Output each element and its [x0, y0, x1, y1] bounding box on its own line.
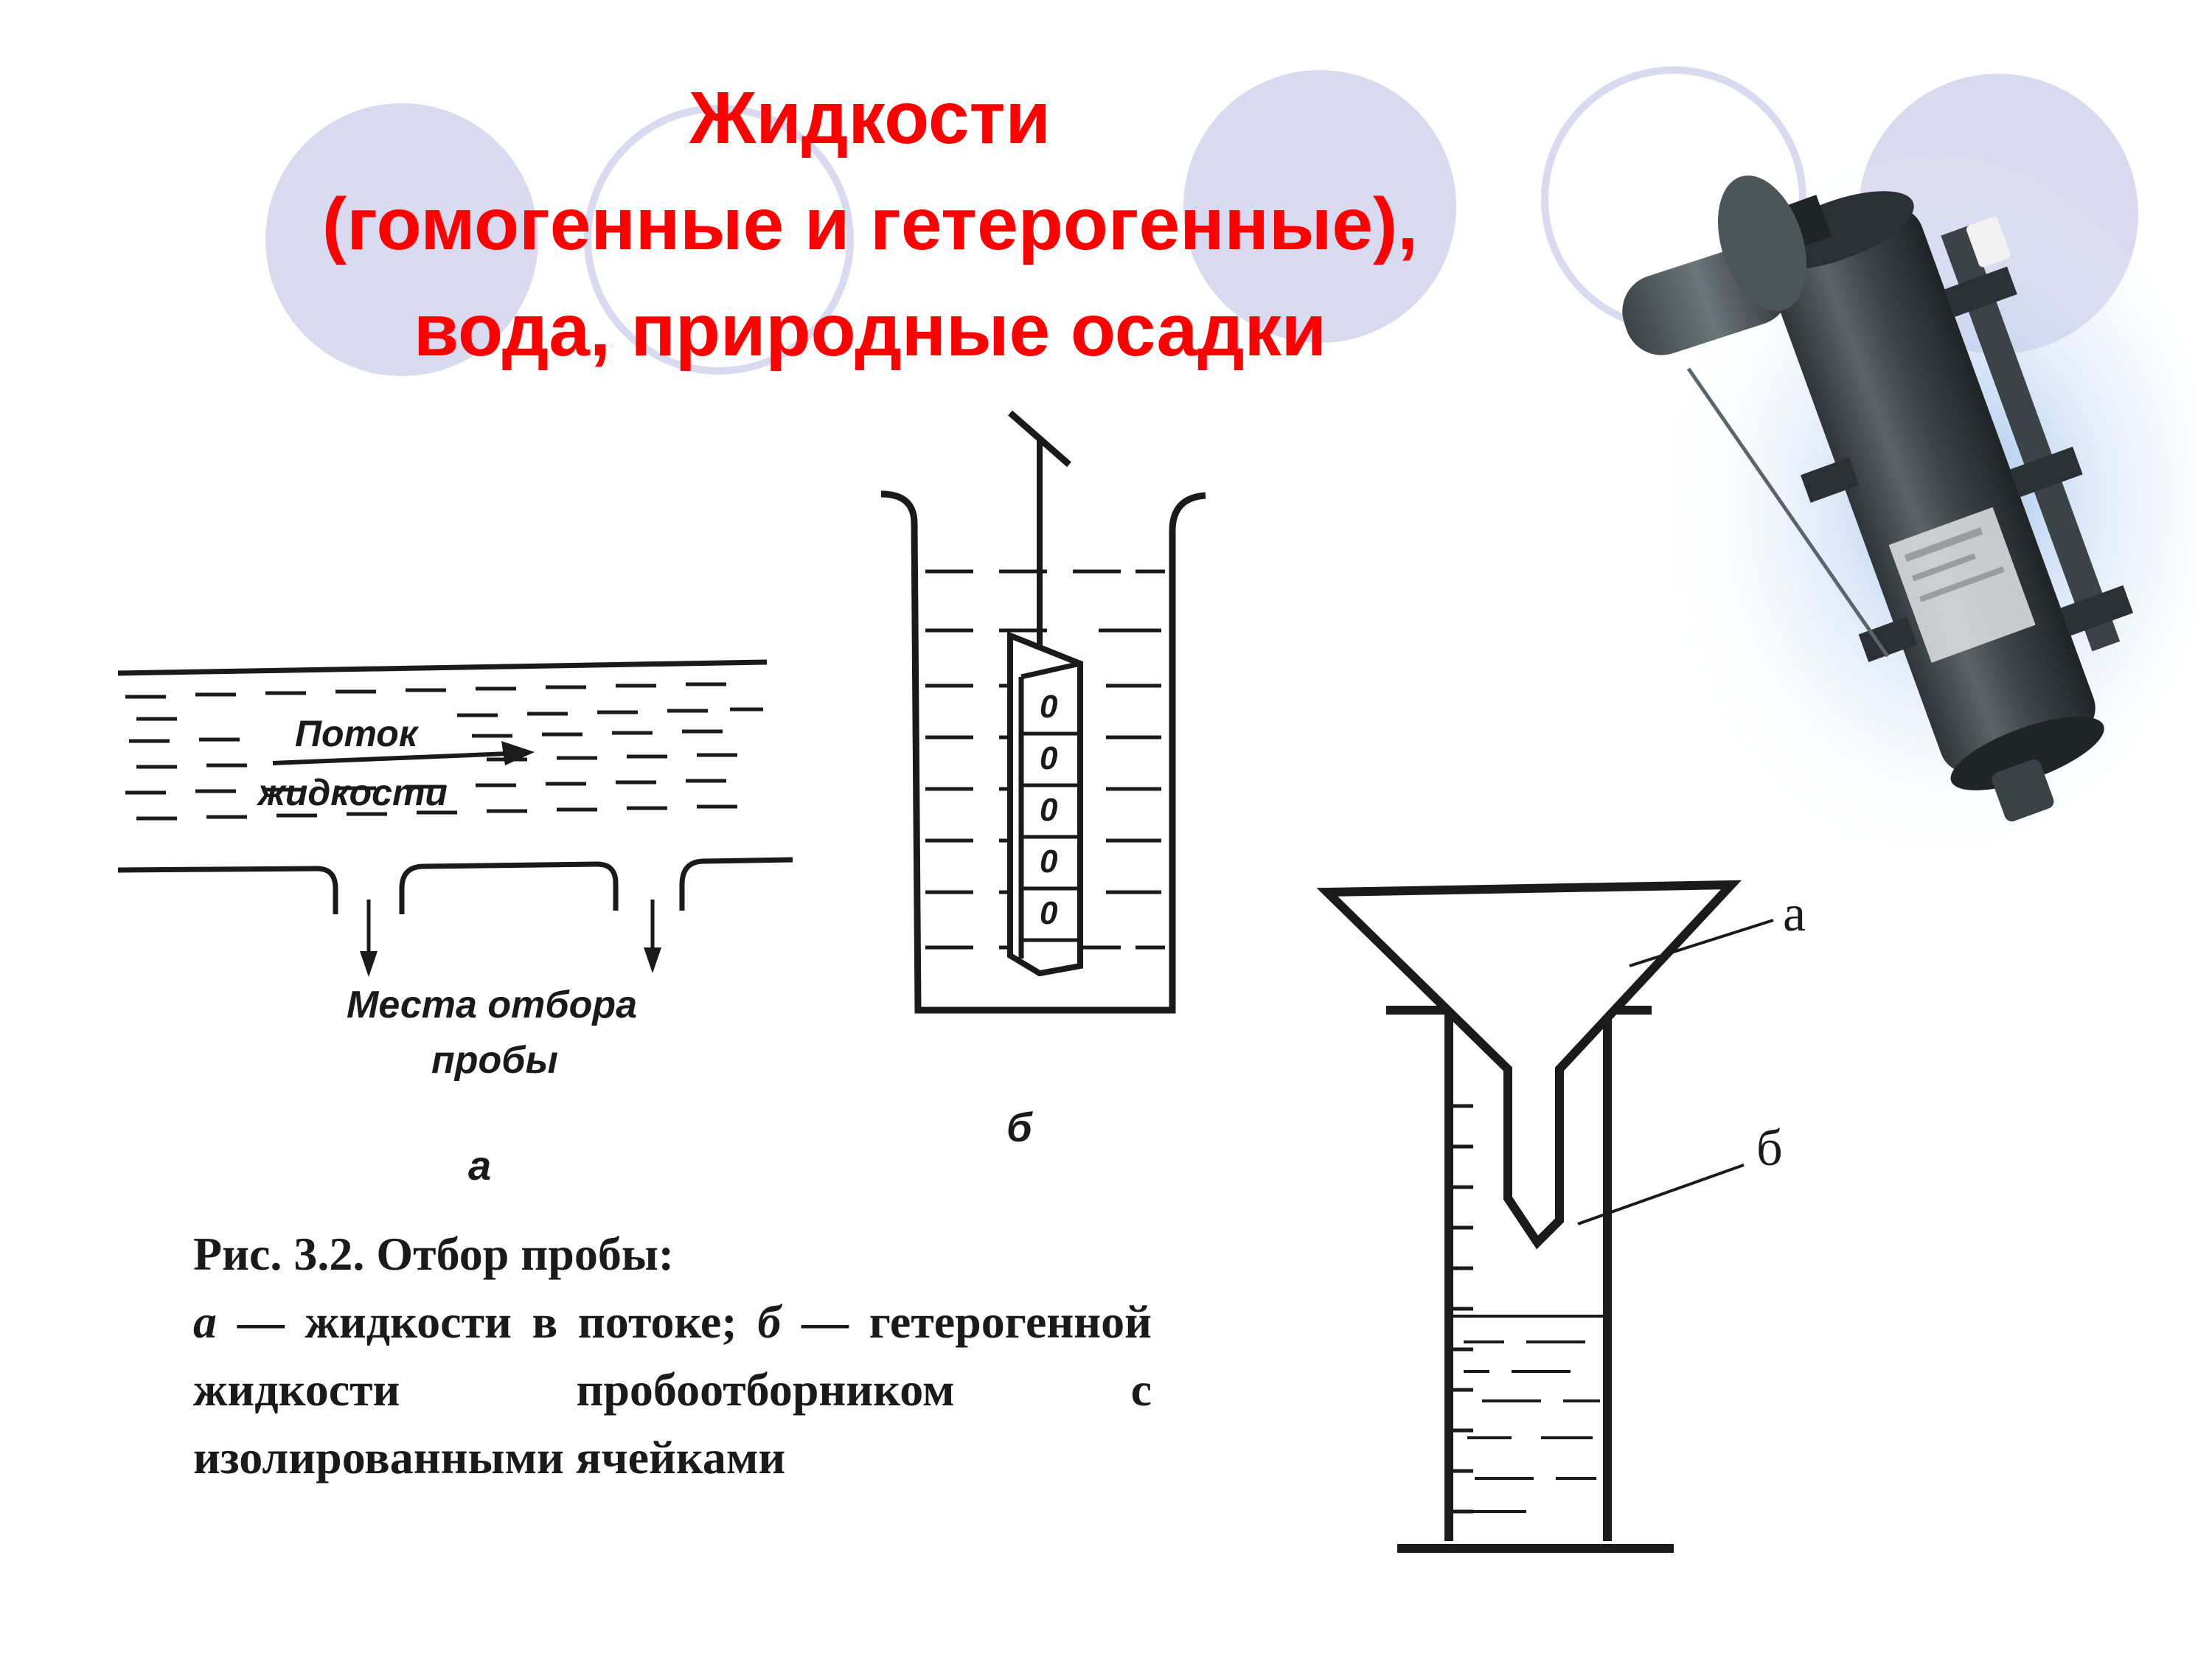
figure-caption: Рис. 3.2. Отбор пробы: а — жидкости в по… — [193, 1220, 1152, 1492]
title-line: вода, природные осадки — [413, 289, 1327, 372]
water-sampler-photo-icon — [1622, 155, 2197, 848]
flow-label: жидкости — [256, 772, 448, 813]
sampler-handle — [1008, 410, 1071, 467]
title-line: (гомогенные и гетерогенные), — [321, 183, 1419, 265]
figure-a-letter: а — [468, 1142, 491, 1189]
sampler-cell: 0 — [1040, 844, 1058, 880]
flow-label: Поток — [295, 713, 420, 754]
leader-line-b — [1577, 1164, 1745, 1225]
figure-b-letter: б — [1006, 1104, 1033, 1150]
flow-arrowhead — [501, 741, 535, 765]
flow-arrow — [272, 751, 509, 765]
caption-letter-a: а — [193, 1295, 217, 1348]
deco-circle — [584, 105, 854, 375]
vessel-liquid-dashes — [925, 569, 1165, 950]
flow-dashes — [125, 682, 763, 821]
leader-line-a — [1629, 919, 1774, 967]
sampler-cell: 0 — [1040, 792, 1058, 828]
caption-letter-b: б — [757, 1295, 782, 1348]
cylinder-scale — [1453, 1104, 1473, 1514]
slide-title: Жидкости (гомогенные и гетерогенные), во… — [170, 65, 1571, 383]
deco-circle — [265, 103, 538, 376]
sampler-cell: 0 — [1040, 689, 1058, 725]
sampling-label: пробы — [431, 1039, 558, 1082]
funnel-cylinder-diagram: а б — [1316, 880, 1806, 1553]
caption-title: Рис. 3.2. Отбор пробы: — [193, 1228, 675, 1280]
caption-text-a: — жидкости в потоке; — [217, 1295, 758, 1348]
deco-circle — [1183, 70, 1456, 343]
caption-text-b: — гетерогенной жидкости пробоотборником … — [193, 1295, 1152, 1484]
flow-pipe-diagram: Поток жидкости Места отбора пробы а — [117, 659, 793, 1189]
sampling-label: Места отбора — [347, 984, 637, 1026]
caption-body: а — жидкости в потоке; б — гетерогенной … — [193, 1288, 1152, 1492]
sampler-cell: 0 — [1040, 740, 1058, 776]
vessel-sampler-diagram: 0 0 0 0 0 б — [880, 410, 1206, 1150]
funnel-label-a: а — [1783, 886, 1806, 942]
funnel-label-b: б — [1756, 1120, 1783, 1177]
title-line: Жидкости — [689, 77, 1051, 159]
sampler-cell: 0 — [1040, 895, 1058, 931]
